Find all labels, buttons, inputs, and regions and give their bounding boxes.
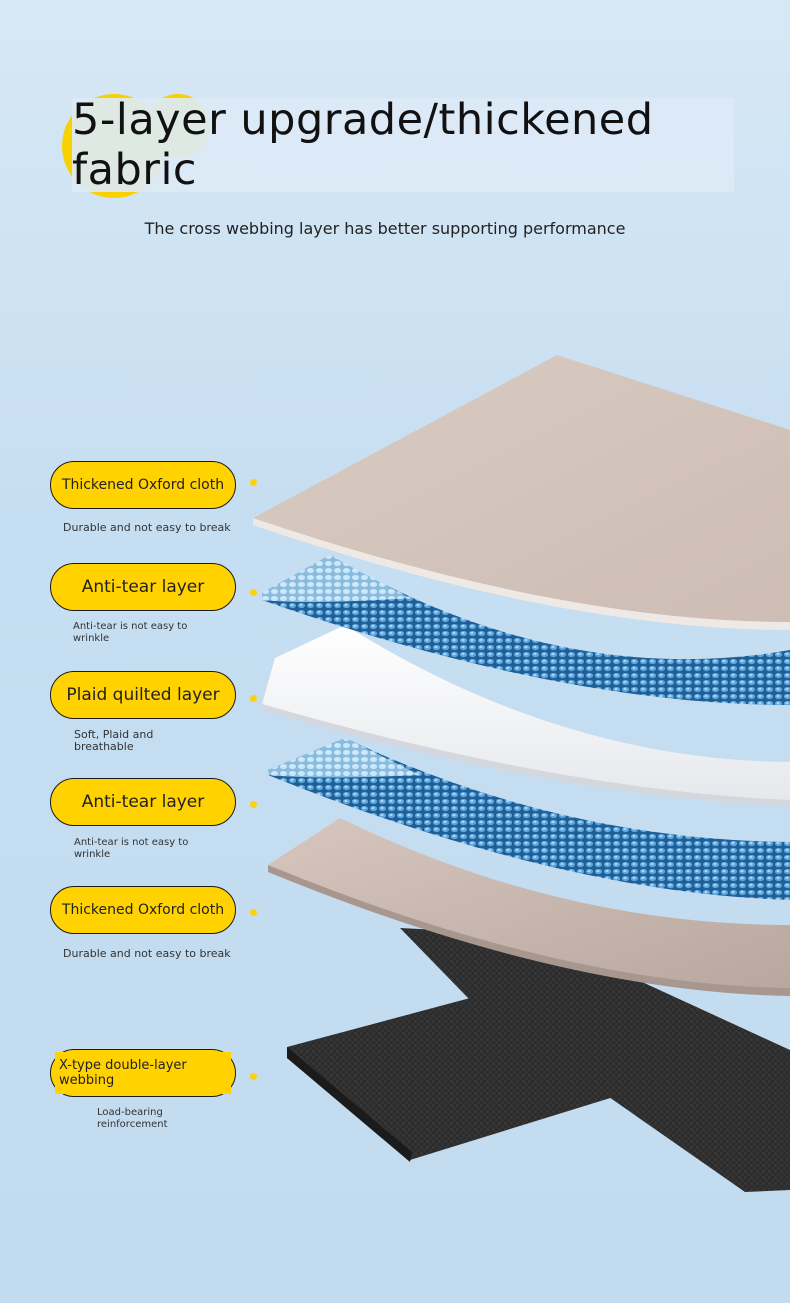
layer-desc-plaid-quilted: Soft, Plaid and breathable — [74, 728, 154, 753]
layer-desc-x-webbing: Load-bearing reinforcement — [97, 1107, 168, 1130]
layer-label-text: Thickened Oxford cloth — [61, 902, 225, 918]
layer-label-plaid-quilted: Plaid quilted layer — [50, 671, 236, 719]
connector-dot — [250, 801, 257, 808]
layer-label-text: Anti-tear layer — [81, 792, 205, 812]
layer-desc-antitear-bottom: Anti-tear is not easy to wrinkle — [74, 837, 189, 860]
layer-desc-oxford-bottom: Durable and not easy to break — [63, 947, 231, 960]
layer-label-antitear-bottom: Anti-tear layer — [50, 778, 236, 826]
layer-desc-oxford-top: Durable and not easy to break — [63, 521, 231, 534]
layer-label-text: Anti-tear layer — [81, 577, 205, 597]
mesh-layer-lower — [268, 738, 790, 900]
layer-label-text: X-type double-layer webbing — [55, 1052, 231, 1094]
connector-dot — [250, 479, 257, 486]
quilted-layer — [262, 625, 790, 800]
connector-dot — [250, 589, 257, 596]
layer-label-x-webbing: X-type double-layer webbing — [50, 1049, 236, 1097]
layer-label-text: Plaid quilted layer — [66, 685, 220, 705]
oxford-layer-bottom — [268, 818, 790, 995]
page-title: 5-layer upgrade/thickened fabric — [72, 95, 654, 195]
layer-label-oxford-top: Thickened Oxford cloth — [50, 461, 236, 509]
connector-dot — [250, 1073, 257, 1080]
connector-dot — [250, 909, 257, 916]
mesh-layer-upper-highlight — [262, 555, 410, 603]
layer-label-oxford-bottom: Thickened Oxford cloth — [50, 886, 236, 934]
webbing-strip-front — [287, 990, 790, 1160]
webbing-strip-front-edge — [287, 1047, 412, 1162]
title-banner: 5-layer upgrade/thickened fabric — [72, 95, 734, 195]
mesh-layer-lower-highlight — [268, 738, 420, 778]
oxford-layer-top — [253, 355, 790, 623]
layer-label-text: Thickened Oxford cloth — [61, 477, 225, 493]
layer-label-antitear-top: Anti-tear layer — [50, 563, 236, 611]
layer-desc-antitear-top: Anti-tear is not easy to wrinkle — [73, 621, 188, 644]
connector-dot — [250, 695, 257, 702]
page-subtitle: The cross webbing layer has better suppo… — [144, 219, 626, 238]
